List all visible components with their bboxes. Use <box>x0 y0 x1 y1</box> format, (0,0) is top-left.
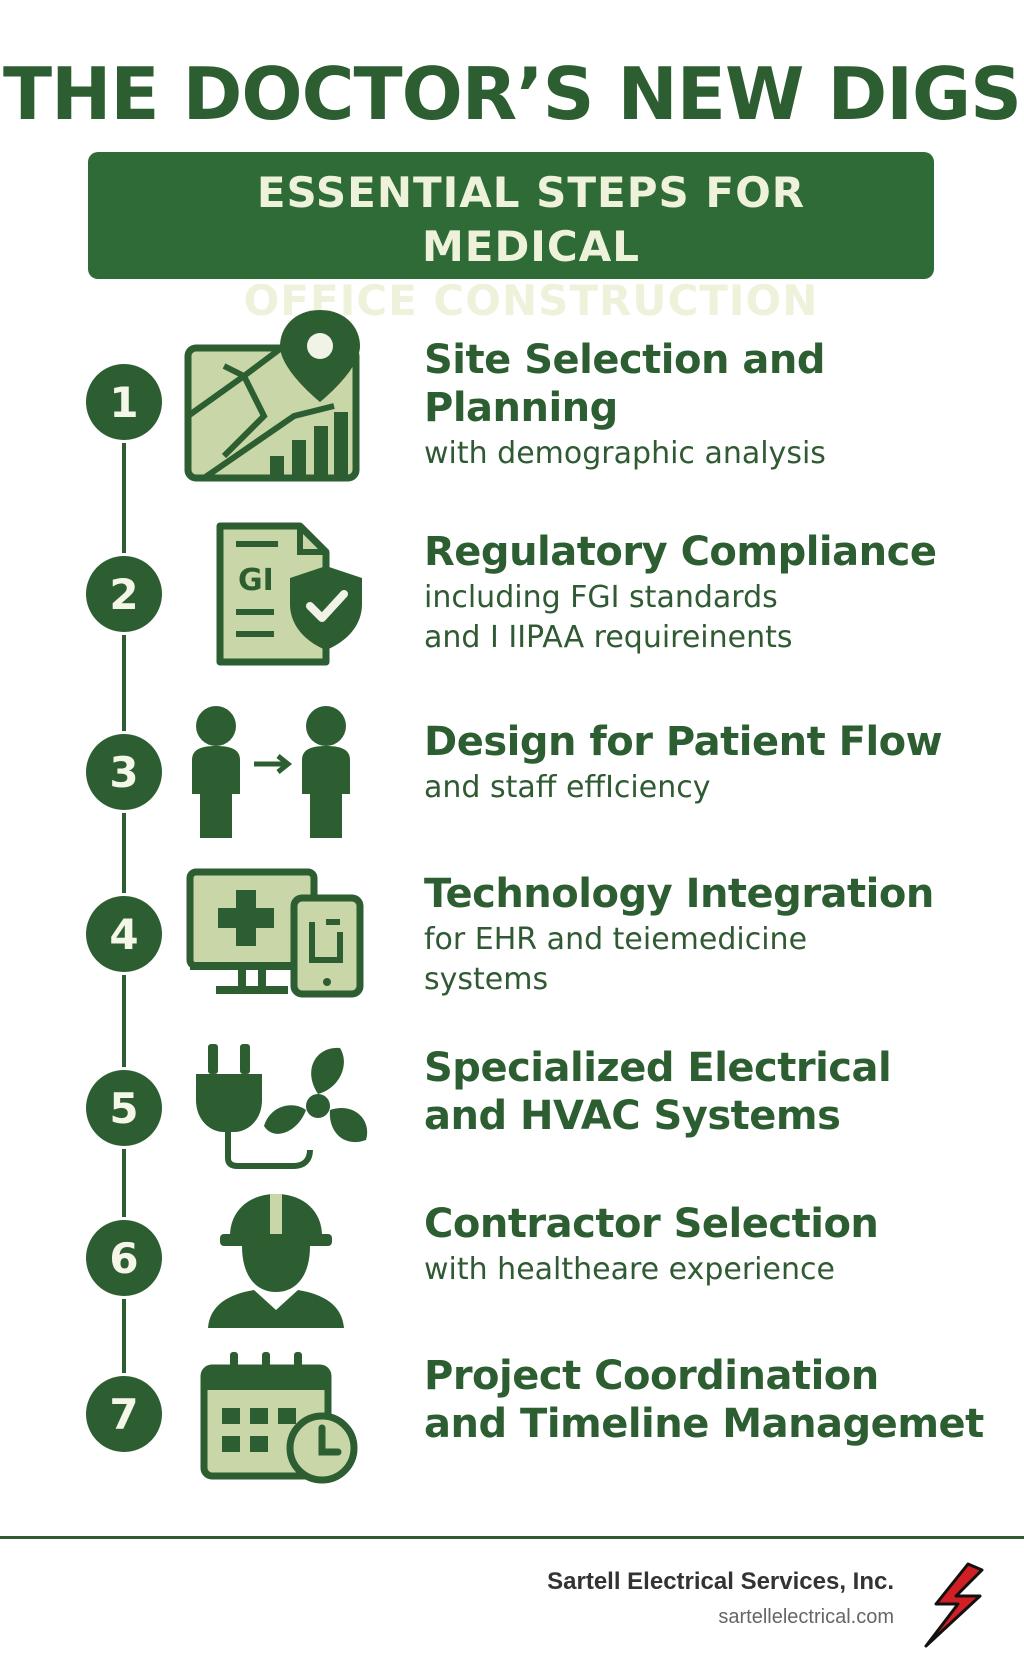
monitor-tablet-icon <box>186 868 366 998</box>
step-title-line-1: Site Selection and <box>424 337 826 383</box>
step-text: Site Selection and Planning with demogra… <box>424 336 1004 474</box>
patient-flow-icon <box>186 704 366 844</box>
document-label-text: GI <box>238 563 274 598</box>
step-title: Regulatory Compliance <box>424 529 937 575</box>
step-title-line-2: and Timeline Managemet <box>424 1401 984 1447</box>
subtitle-line-1: ESSENTIAL STEPS FOR MEDICAL <box>256 168 806 271</box>
step-subtitle: including FGI standards and I IIPAA requ… <box>424 578 1004 658</box>
step-subtitle: for EHR and teiemedicine systems <box>424 920 1004 1000</box>
step-text: Contractor Selection with healtheare exp… <box>424 1200 1004 1290</box>
step-text: Design for Patient Flow and staff effIci… <box>424 718 1004 808</box>
map-pin-chart-icon <box>184 306 364 482</box>
step-subtitle-line-2: and I IIPAA requireinents <box>424 620 793 655</box>
calendar-clock-icon <box>200 1348 360 1488</box>
contractor-hardhat-icon <box>206 1188 346 1328</box>
step-title: Specialized Electrical and HVAC Systems <box>424 1044 1004 1140</box>
step-title-line-1: Project Coordination <box>424 1353 879 1399</box>
step-number-badge: 5 <box>86 1070 162 1146</box>
subtitle-banner: ESSENTIAL STEPS FOR MEDICAL OFFICE CONST… <box>88 152 934 325</box>
company-url[interactable]: sartellelectrical.com <box>718 1606 894 1628</box>
step-title: Project Coordination and Timeline Manage… <box>424 1352 1004 1448</box>
step-text: Technology Integration for EHR and teiem… <box>424 870 1004 1000</box>
company-name: Sartell Electrical Services, Inc. <box>547 1568 894 1595</box>
step-text: Specialized Electrical and HVAC Systems <box>424 1044 1004 1140</box>
step-subtitle: with demographic analysis <box>424 436 826 471</box>
step-title: Contractor Selection <box>424 1201 879 1247</box>
step-subtitle-line-1: including FGI standards <box>424 580 778 615</box>
footer-divider <box>0 1536 1024 1539</box>
step-subtitle-line-2: systems <box>424 962 549 997</box>
step-subtitle: and staff effIciency <box>424 770 711 805</box>
step-number-badge: 1 <box>86 364 162 440</box>
step-title-line-2: and HVAC Systems <box>424 1093 841 1139</box>
company-info: Sartell Electrical Services, Inc. sartel… <box>547 1568 894 1629</box>
step-subtitle-line-1: for EHR and teiemedicine <box>424 922 808 957</box>
step-subtitle: with healtheare experience <box>424 1252 835 1287</box>
page-title: THE DOCTOR’S NEW DIGS <box>3 52 1022 136</box>
step-number-badge: 3 <box>86 734 162 810</box>
step-number-badge: 4 <box>86 896 162 972</box>
step-title-line-2: Planning <box>424 385 618 431</box>
document-shield-icon: GI <box>214 520 364 670</box>
step-title: Design for Patient Flow <box>424 719 943 765</box>
step-number-badge: 2 <box>86 556 162 632</box>
step-title: Site Selection and Planning <box>424 336 1004 432</box>
step-title-line-1: Specialized Electrical <box>424 1045 892 1091</box>
step-number-badge: 6 <box>86 1220 162 1296</box>
step-title: Technology Integration <box>424 871 934 917</box>
step-text: Project Coordination and Timeline Manage… <box>424 1352 1004 1448</box>
step-number-badge: 7 <box>86 1376 162 1452</box>
plug-fan-icon <box>194 1040 374 1170</box>
lightning-bolt-logo-icon <box>918 1560 998 1654</box>
step-text: Regulatory Compliance including FGI stan… <box>424 528 1004 658</box>
